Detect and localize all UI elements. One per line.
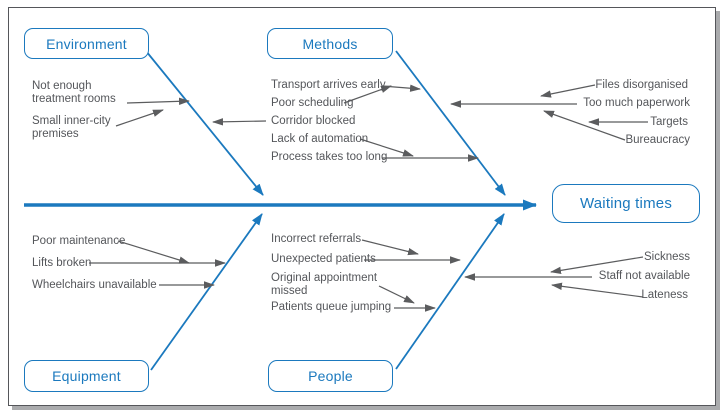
cause-label-unexpected-patients: Unexpected patients (271, 253, 376, 265)
arrow-poor-scheduling (343, 85, 392, 104)
cause-label-lifts-broken: Lifts broken (32, 257, 92, 269)
arrow-lateness (551, 282, 644, 298)
cause-label-poor-scheduling: Poor scheduling (271, 97, 354, 109)
arrow-small-inner-city-premises (115, 109, 164, 127)
cause-label-files-disorganised: Files disorganised (595, 79, 688, 91)
cause-label-bureaucracy: Bureaucracy (625, 134, 690, 146)
cause-label-process-takes-too-long: Process takes too long (271, 151, 388, 163)
arrow-sickness (550, 256, 644, 275)
cause-label-small-inner-city-premises: Small inner-city premises (32, 115, 111, 140)
effect-box-waiting-times: Waiting times (552, 184, 700, 223)
cause-label-wheelchairs-unavailable: Wheelchairs unavailable (32, 279, 157, 291)
cause-label-patients-queue-jumping: Patients queue jumping (271, 301, 392, 313)
arrow-original-appointment-missed (378, 285, 415, 304)
cause-label-sickness: Sickness (643, 251, 690, 263)
arrow-lack-of-automation (359, 138, 414, 157)
cause-label-staff-not-available: Staff not available (598, 270, 690, 282)
cause-label-original-appointment-missed: Original appointment missed (271, 272, 378, 297)
arrow-files-disorganised (540, 84, 596, 98)
cause-label-not-enough-treatment-rooms: Not enough treatment rooms (32, 80, 116, 105)
environment-bone-arrow (145, 50, 264, 196)
category-box-environment: Environment (24, 28, 149, 59)
cause-label-lack-of-automation: Lack of automation (271, 133, 369, 145)
cause-label-corridor-blocked: Corridor blocked (271, 115, 356, 127)
arrow-poor-maintenance (117, 240, 190, 264)
cause-label-transport-arrives-early: Transport arrives early (271, 79, 386, 91)
cause-label-lateness: Lateness (641, 289, 688, 301)
methods-bone-arrow (395, 50, 506, 196)
arrow-not-enough-treatment-rooms (126, 97, 190, 106)
people-bone-arrow (395, 213, 505, 370)
cause-label-poor-maintenance: Poor maintenance (32, 235, 126, 247)
arrow-corridor-blocked (212, 118, 267, 126)
category-box-people: People (268, 360, 393, 392)
category-box-equipment: Equipment (24, 360, 149, 392)
equipment-bone-arrow (150, 213, 263, 371)
arrow-incorrect-referrals (361, 239, 419, 256)
category-box-methods: Methods (267, 28, 393, 59)
cause-label-too-much-paperwork: Too much paperwork (583, 97, 690, 109)
arrow-bureaucracy (543, 110, 626, 141)
cause-label-incorrect-referrals: Incorrect referrals (271, 233, 362, 245)
cause-label-targets: Targets (650, 116, 688, 128)
